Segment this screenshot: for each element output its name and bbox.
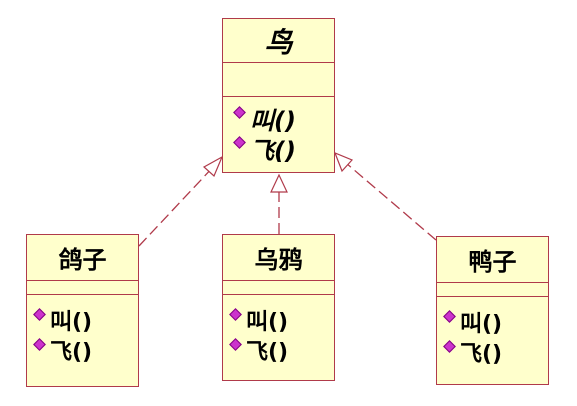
class-name-pigeon: 鸽子 [27, 235, 138, 281]
operations-section: 叫() 飞() [223, 97, 334, 165]
class-name-duck: 鸭子 [437, 237, 548, 283]
operation-icon [33, 307, 46, 321]
operation-icon [443, 339, 456, 353]
class-box-crow[interactable]: 乌鸦 叫() 飞() [222, 234, 335, 381]
class-box-bird[interactable]: 鸟 叫() 飞() [222, 18, 335, 173]
connector-crow-to-bird [270, 173, 288, 234]
operation-icon [229, 307, 242, 321]
operation-row: 飞() [223, 133, 334, 165]
operation-label: 飞() [50, 340, 93, 365]
attributes-section [223, 63, 334, 97]
operation-row: 叫() [223, 305, 334, 335]
operation-row: 叫() [27, 305, 138, 335]
class-box-duck[interactable]: 鸭子 叫() 飞() [436, 236, 549, 385]
operations-section: 叫() 飞() [223, 295, 334, 365]
operation-label: 叫() [250, 106, 296, 135]
operation-icon [233, 105, 246, 119]
class-name-bird: 鸟 [223, 19, 334, 63]
operation-label: 叫() [246, 310, 289, 335]
operation-row: 叫() [437, 307, 548, 337]
operation-label: 飞() [246, 340, 289, 365]
operation-icon [33, 337, 46, 351]
operation-icon [233, 135, 246, 149]
class-name-crow: 乌鸦 [223, 235, 334, 281]
operations-section: 叫() 飞() [27, 295, 138, 365]
attributes-section [223, 281, 334, 295]
operation-row: 飞() [27, 335, 138, 365]
operation-label: 飞() [460, 342, 503, 367]
operation-row: 飞() [223, 335, 334, 365]
operations-section: 叫() 飞() [437, 297, 548, 367]
connector-duck-to-bird [333, 151, 437, 241]
attributes-section [437, 283, 548, 297]
operation-row: 飞() [437, 337, 548, 367]
operation-icon [229, 337, 242, 351]
connector-pigeon-to-bird [138, 155, 224, 247]
operation-label: 叫() [460, 312, 503, 337]
attributes-section [27, 281, 138, 295]
operation-icon [443, 309, 456, 323]
class-box-pigeon[interactable]: 鸽子 叫() 飞() [26, 234, 139, 387]
operation-row: 叫() [223, 103, 334, 135]
operation-label: 飞() [250, 136, 296, 165]
operation-label: 叫() [50, 310, 93, 335]
